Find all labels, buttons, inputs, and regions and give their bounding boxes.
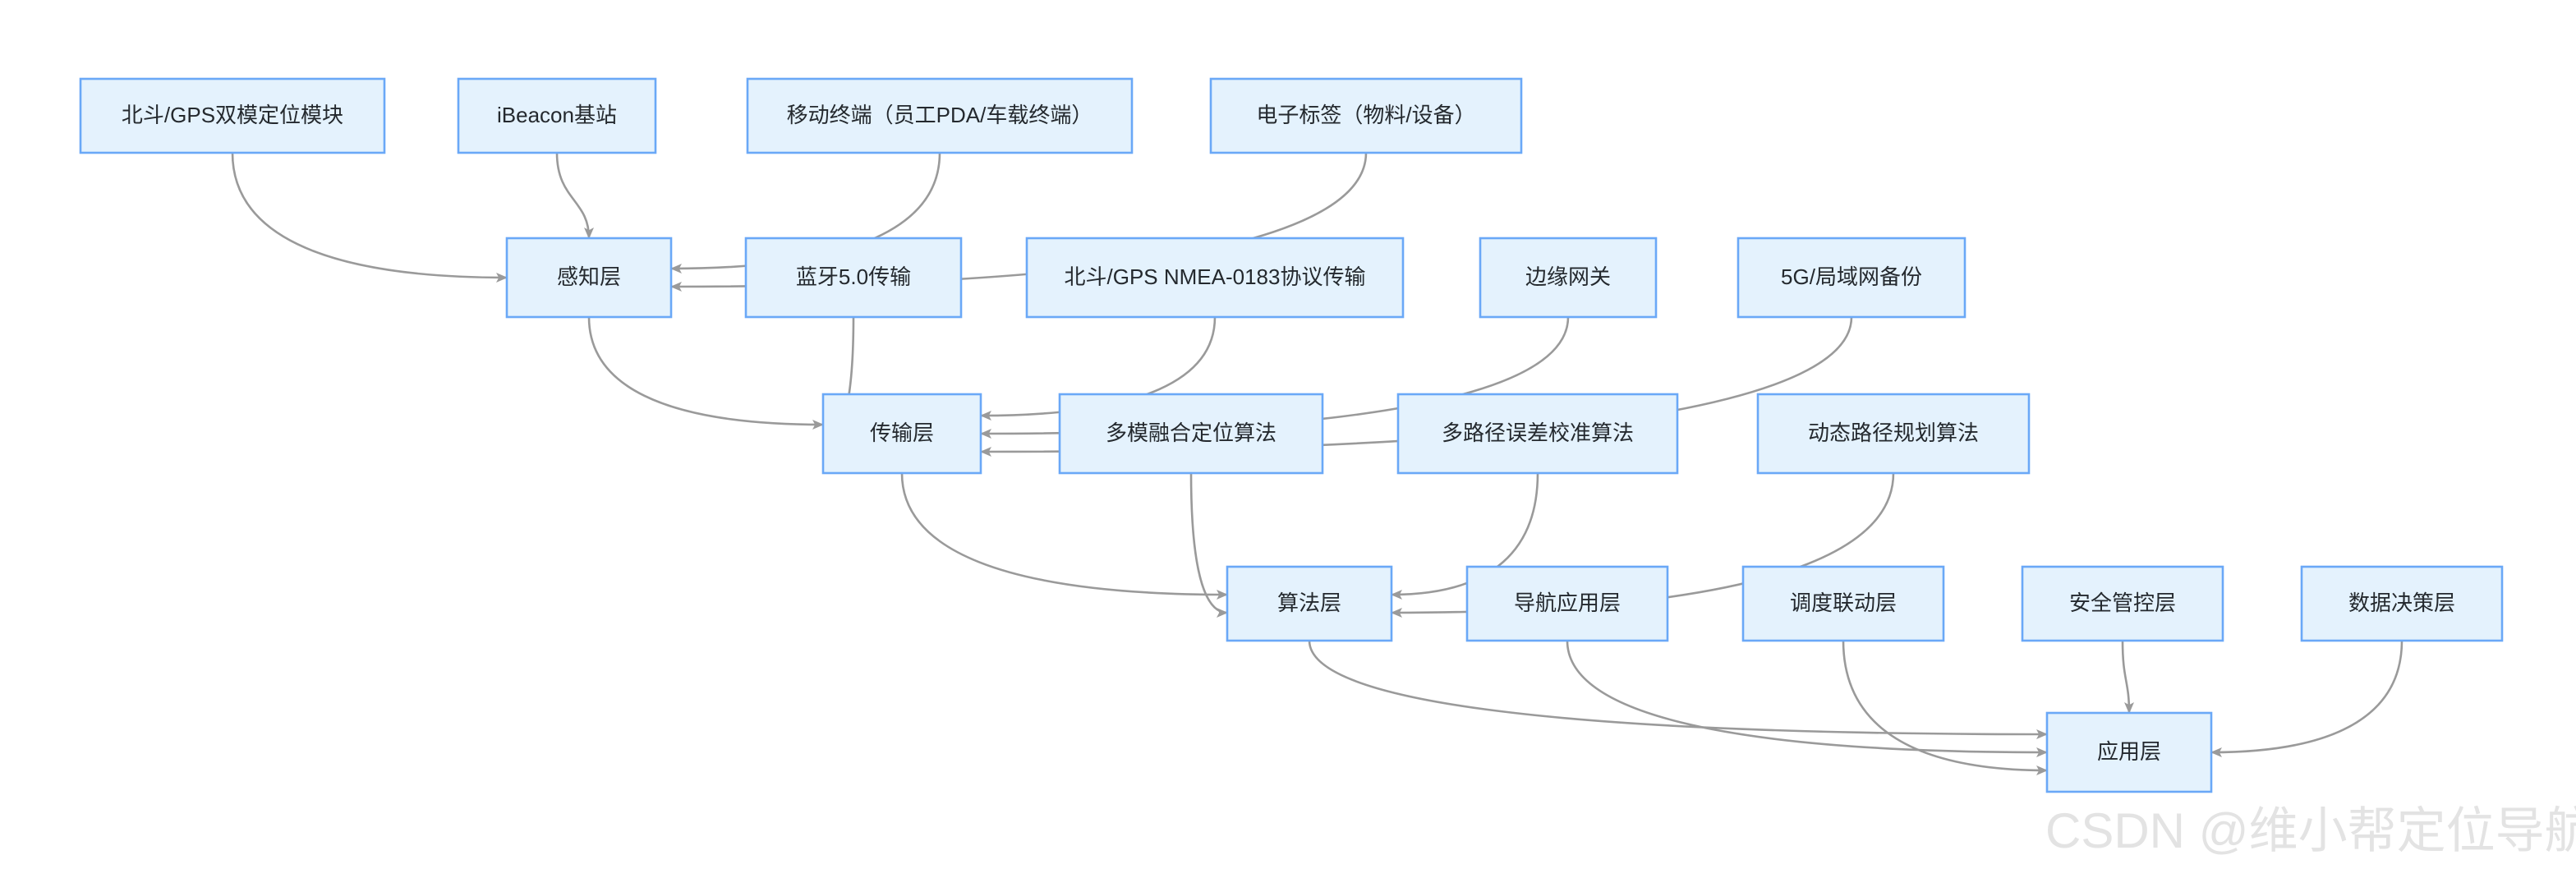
- node-label: 传输层: [870, 421, 934, 445]
- node-label: 蓝牙5.0传输: [796, 264, 911, 289]
- node-box[interactable]: [457, 77, 657, 154]
- node-n8[interactable]: 边缘网关: [1479, 237, 1658, 319]
- node-label: 算法层: [1277, 591, 1341, 615]
- edge-n18-to-n19: [2210, 640, 2404, 757]
- node-box[interactable]: [1058, 393, 1324, 475]
- node-n5[interactable]: 感知层: [505, 237, 673, 319]
- node-label: 电子标签（物料/设备）: [1256, 103, 1475, 127]
- node-box[interactable]: [2045, 711, 2213, 793]
- node-label: 多模融合定位算法: [1106, 421, 1276, 445]
- nodes-layer: 北斗/GPS双模定位模块 iBeacon基站 移动终端（员工PDA/车载终端） 电子标…: [79, 77, 2504, 793]
- edge-n15-to-n19: [1566, 640, 2048, 757]
- edge-n5-to-n10: [587, 316, 824, 430]
- node-label: 应用层: [2097, 739, 2161, 764]
- node-box[interactable]: [1756, 393, 2031, 475]
- node-n17[interactable]: 安全管控层: [2021, 565, 2224, 642]
- node-n18[interactable]: 数据决策层: [2300, 565, 2504, 642]
- edge-n14-to-n19: [1308, 640, 2048, 739]
- node-label: 北斗/GPS NMEA-0183协议传输: [1065, 264, 1366, 289]
- node-n19[interactable]: 应用层: [2045, 711, 2213, 793]
- edge-n7-to-n10: [980, 316, 1217, 421]
- edge-n17-to-n19: [2121, 640, 2134, 714]
- node-n13[interactable]: 动态路径规划算法: [1756, 393, 2031, 475]
- node-n7[interactable]: 北斗/GPS NMEA-0183协议传输: [1025, 237, 1405, 319]
- node-box[interactable]: [1741, 565, 1945, 642]
- node-box[interactable]: [1025, 237, 1405, 319]
- node-box[interactable]: [744, 237, 963, 319]
- node-label: 动态路径规划算法: [1808, 421, 1979, 445]
- edge-n2-to-n5: [555, 152, 594, 239]
- node-box[interactable]: [1396, 393, 1679, 475]
- node-n11[interactable]: 多模融合定位算法: [1058, 393, 1324, 475]
- node-n10[interactable]: 传输层: [821, 393, 982, 475]
- node-n1[interactable]: 北斗/GPS双模定位模块: [79, 77, 386, 154]
- node-n15[interactable]: 导航应用层: [1465, 565, 1669, 642]
- node-label: 边缘网关: [1525, 264, 1611, 289]
- edge-n1-to-n5: [231, 152, 508, 283]
- edge-n16-to-n19: [1842, 640, 2048, 775]
- node-box[interactable]: [1479, 237, 1658, 319]
- node-box[interactable]: [2300, 565, 2504, 642]
- node-n9[interactable]: 5G/局域网备份: [1736, 237, 1966, 319]
- node-box[interactable]: [1465, 565, 1669, 642]
- edge-n12-to-n14: [1391, 472, 1539, 600]
- node-n2[interactable]: iBeacon基站: [457, 77, 657, 154]
- edge-n11-to-n14: [1189, 472, 1228, 618]
- node-label: 感知层: [557, 264, 621, 289]
- node-box[interactable]: [505, 237, 673, 319]
- node-n3[interactable]: 移动终端（员工PDA/车载终端）: [746, 77, 1134, 154]
- edge-n10-to-n14: [900, 472, 1228, 600]
- node-label: 数据决策层: [2348, 591, 2455, 615]
- node-n4[interactable]: 电子标签（物料/设备）: [1209, 77, 1523, 154]
- node-label: iBeacon基站: [497, 103, 617, 127]
- node-box[interactable]: [79, 77, 386, 154]
- node-label: 多路径误差校准算法: [1442, 421, 1634, 445]
- node-box[interactable]: [2021, 565, 2224, 642]
- node-label: 安全管控层: [2069, 591, 2176, 615]
- node-box[interactable]: [821, 393, 982, 475]
- node-n14[interactable]: 算法层: [1226, 565, 1393, 642]
- node-box[interactable]: [1226, 565, 1393, 642]
- node-n12[interactable]: 多路径误差校准算法: [1396, 393, 1679, 475]
- node-label: 移动终端（员工PDA/车载终端）: [787, 103, 1093, 127]
- csdn-watermark: CSDN @维小帮定位导航: [2045, 803, 2576, 858]
- node-label: 调度联动层: [1790, 591, 1897, 615]
- node-n16[interactable]: 调度联动层: [1741, 565, 1945, 642]
- node-label: 北斗/GPS双模定位模块: [122, 103, 343, 127]
- node-label: 5G/局域网备份: [1781, 264, 1922, 289]
- node-n6[interactable]: 蓝牙5.0传输: [744, 237, 963, 319]
- node-label: 导航应用层: [1514, 591, 1621, 615]
- node-box[interactable]: [1736, 237, 1966, 319]
- node-box[interactable]: [1209, 77, 1523, 154]
- node-box[interactable]: [746, 77, 1134, 154]
